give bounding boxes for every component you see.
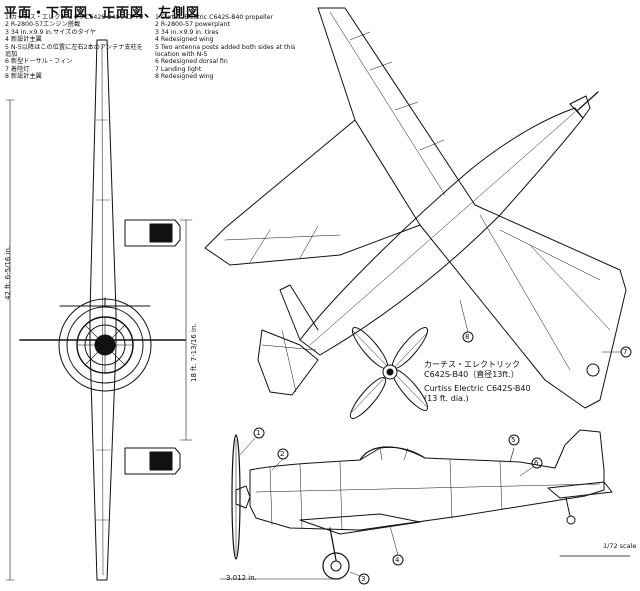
propeller-label: カーチス・エレクトリック C642S-B40（直径13ft.） Curtiss …	[424, 360, 531, 404]
callout-5: 5	[511, 436, 516, 444]
legend-ja-item: 4 新設計主翼	[5, 36, 42, 44]
legend-english: 1 Curtiss Electric C642S-B40 propeller 2…	[155, 14, 295, 81]
legend-en-item: 2 R-2800-57 powerplant	[155, 21, 230, 29]
legend-en-item: 1 Curtiss Electric C642S-B40 propeller	[155, 14, 273, 21]
plan-view	[204, 7, 632, 409]
legend-en-item: 7 Landing light	[155, 65, 202, 73]
legend-ja-item: 8 新設計主翼	[5, 73, 42, 81]
callout-6: 6	[534, 459, 539, 467]
callout-2: 2	[280, 450, 285, 458]
propeller-label-en: Curtiss Electric C642S-B40	[424, 384, 531, 393]
legend-ja-item: 追加	[5, 50, 18, 58]
gear-dimension: 3.012 in.	[226, 574, 257, 582]
propeller-label-model: C642S-B40（直径13ft.）	[424, 370, 519, 379]
legend-en-item: 8 Redesigned wing	[155, 73, 214, 81]
legend-ja-item: 2 R-2800-57エンジン搭載	[5, 21, 81, 29]
callout-8: 8	[465, 333, 470, 341]
callout-1: 1	[256, 429, 261, 437]
legend-ja-item: 6 新型ドーサル・フィン	[5, 58, 73, 66]
propeller-view	[349, 327, 429, 419]
propeller-label-dia: (13 ft. dia.)	[424, 394, 469, 403]
drawing-title: 平面・下面図、正面図、左側図	[4, 6, 201, 21]
legend-ja-item: 5 N-5以降はこの位置に左右2本のアンテナ支柱を	[5, 43, 143, 51]
legend-en-item: 5 Two antenna posts added both sides at …	[155, 43, 296, 51]
callout-4: 4	[395, 556, 400, 564]
scale-label: 1/72 scale	[603, 542, 637, 550]
legend-en-item: 6 Redesigned dorsal fin	[155, 58, 228, 66]
side-view	[219, 427, 631, 585]
callout-7: 7	[623, 348, 628, 356]
legend-en-item: 4 Redesigned wing	[155, 36, 214, 44]
legend-en-item: 3 34 in.×9.9 in. tires	[155, 28, 219, 36]
propeller-label-ja: カーチス・エレクトリック	[424, 360, 520, 369]
legend-en-item: location with N-5	[155, 50, 208, 58]
legend-japanese: 1 カーチス・エレクトリックC642S-B40プロペラ 2 R-2800-57エ…	[5, 14, 144, 81]
legend-ja-item: 1 カーチス・エレクトリックC642S-B40プロペラ	[5, 14, 145, 21]
callout-3: 3	[361, 575, 366, 583]
front-view	[5, 39, 193, 581]
legend-ja-item: 3 34 in.×9.9 in.サイズのタイヤ	[5, 28, 96, 36]
legend-ja-item: 7 着陸灯	[5, 65, 30, 73]
